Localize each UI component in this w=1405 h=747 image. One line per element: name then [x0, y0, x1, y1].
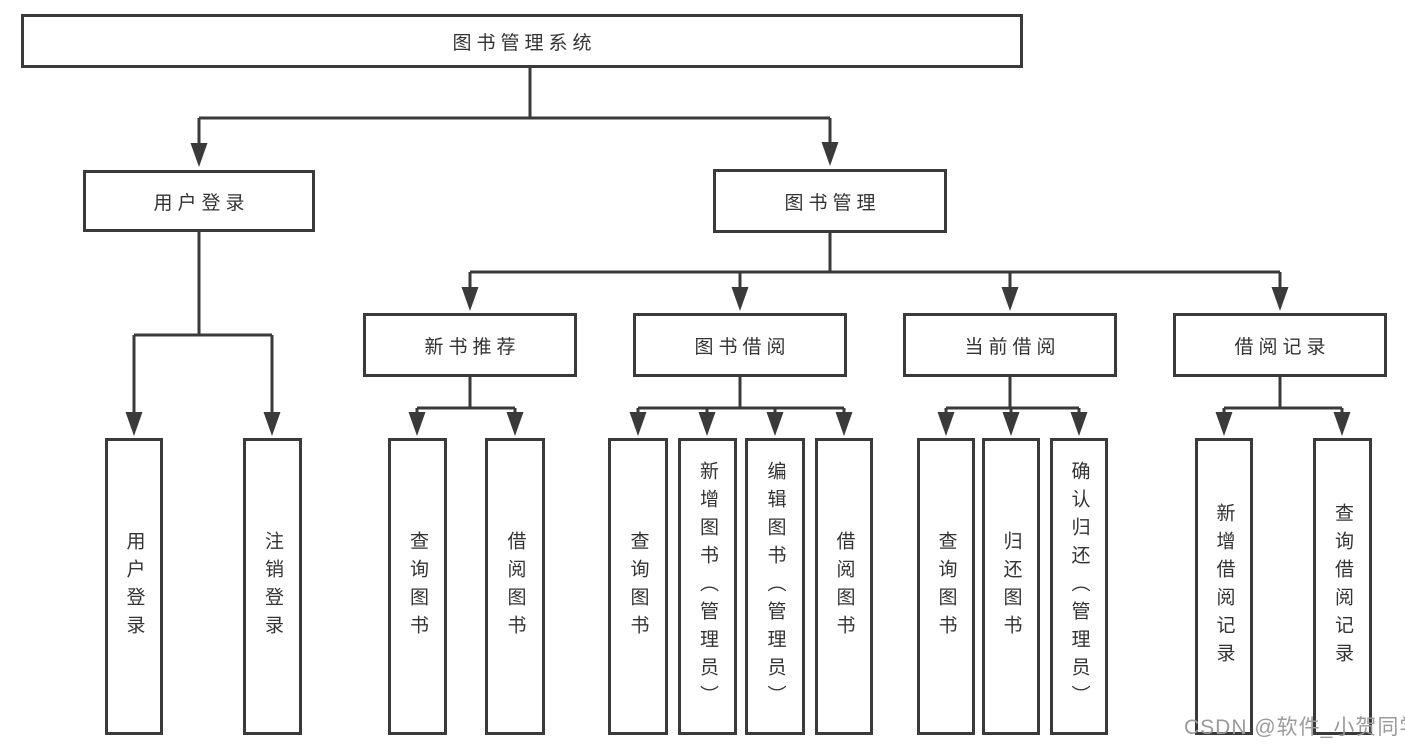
arrowhead-icon [461, 287, 479, 311]
node-label: 图书管理 [784, 192, 881, 214]
arrowhead-icon [629, 412, 647, 436]
leaf-add-book-admin: 新增图书（管理员） [678, 438, 737, 735]
node-label: 确认归还（管理员） [1068, 460, 1090, 713]
node-label: 查询借阅记录 [1332, 502, 1353, 671]
node-label: 查询图书 [935, 530, 957, 643]
node-label: 当前借阅 [964, 336, 1061, 358]
node-label: 图书管理系统 [452, 32, 597, 54]
node-label: 注销登录 [262, 530, 283, 643]
node-book-borrow: 图书借阅 [633, 313, 847, 377]
leaf-return-book: 归还图书 [982, 438, 1040, 735]
arrowhead-icon [1002, 412, 1020, 436]
node-book-management: 图书管理 [713, 169, 947, 233]
node-label: 新增图书（管理员） [697, 460, 718, 713]
arrowhead-icon [1333, 412, 1351, 436]
leaf-borrow-books-recommend: 借阅图书 [485, 438, 545, 735]
arrowhead-icon [1070, 412, 1088, 436]
node-label: 图书借阅 [694, 336, 791, 358]
node-label: 用户登录 [123, 530, 145, 643]
leaf-edit-book-admin: 编辑图书（管理员） [745, 438, 805, 735]
leaf-user-login: 用户登录 [105, 438, 163, 735]
node-new-book-recommend: 新书推荐 [363, 313, 577, 377]
leaf-confirm-return-admin: 确认归还（管理员） [1050, 438, 1108, 735]
node-current-borrow: 当前借阅 [903, 313, 1117, 377]
leaf-query-books-current: 查询图书 [917, 438, 975, 735]
node-label: 借阅图书 [504, 530, 526, 643]
leaf-query-borrow-record: 查询借阅记录 [1313, 438, 1372, 735]
node-label: 归还图书 [1000, 530, 1022, 643]
node-label: 编辑图书（管理员） [764, 460, 786, 713]
node-user-login: 用户登录 [83, 170, 315, 232]
arrowhead-icon [506, 412, 524, 436]
arrowhead-icon [125, 412, 143, 436]
node-label: 查询图书 [627, 530, 649, 643]
arrowhead-icon [190, 143, 208, 167]
arrowhead-icon [1215, 412, 1233, 436]
node-label: 借阅记录 [1234, 336, 1331, 358]
arrowhead-icon [698, 412, 716, 436]
leaf-query-books-recommend: 查询图书 [388, 438, 447, 735]
node-label: 查询图书 [407, 530, 428, 643]
node-label: 用户登录 [153, 192, 250, 214]
arrowhead-icon [835, 412, 853, 436]
arrowhead-icon [821, 142, 839, 166]
leaf-query-books-borrow: 查询图书 [608, 438, 668, 735]
arrowhead-icon [731, 287, 749, 311]
node-label: 新增借阅记录 [1213, 502, 1235, 671]
arrowhead-icon [408, 412, 426, 436]
node-library-system-root: 图书管理系统 [21, 14, 1023, 68]
arrowhead-icon [1271, 287, 1289, 311]
csdn-watermark: CSDN @软件_小贺同学 [1184, 716, 1405, 739]
leaf-add-borrow-record: 新增借阅记录 [1195, 438, 1253, 735]
leaf-borrow-books: 借阅图书 [815, 438, 873, 735]
arrowhead-icon [1001, 287, 1019, 311]
node-label: 借阅图书 [833, 530, 855, 643]
leaf-logout-login: 注销登录 [243, 438, 302, 735]
arrowhead-icon [766, 412, 784, 436]
node-label: 新书推荐 [424, 336, 521, 358]
arrowhead-icon [937, 412, 955, 436]
node-borrow-records: 借阅记录 [1173, 313, 1387, 377]
arrowhead-icon [263, 412, 281, 436]
